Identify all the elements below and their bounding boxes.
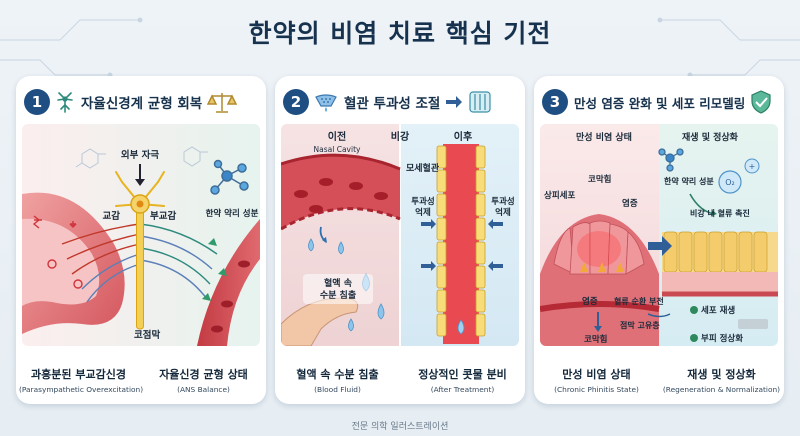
- label-mucosa-top: 코막힘: [588, 174, 611, 185]
- label-nasal-cavity: Nasal Cavity: [314, 145, 361, 154]
- label-o2: O₂: [725, 178, 735, 187]
- panel-number: 1: [24, 89, 50, 115]
- caption-main: 과흥분된 부교감신경: [31, 368, 126, 381]
- balance-scale-icon: [207, 93, 238, 113]
- label-regen-state: 재생 및 정상화: [682, 131, 739, 143]
- neuron-cell: [115, 171, 165, 330]
- panel-title: 혈관 투과성 조절: [344, 96, 441, 112]
- caption-main: 만성 비염 상태: [562, 368, 631, 381]
- caption-right: 재생 및 정상화 (Regeneration & Normalization): [662, 366, 781, 394]
- panel-title: 자율신경계 균형 회복: [81, 96, 203, 112]
- caption-main: 혈액 속 수분 침출: [296, 368, 379, 381]
- panel-number: 2: [283, 89, 309, 115]
- label-capillary: 모세혈관: [406, 162, 440, 174]
- herbal-molecule-icon: [658, 148, 684, 172]
- label-before: 이전: [328, 130, 346, 143]
- caption-sub: (After Treatment): [430, 385, 495, 394]
- normal-epithelium: [662, 231, 778, 297]
- label-external-stimulus: 외부 자극: [121, 149, 160, 161]
- arrow-right-icon: [446, 96, 463, 108]
- label-chronic-state: 만성 비염 상태: [576, 131, 632, 143]
- panel-header: 3 만성 염증 완화 및 세포 리모델링: [542, 84, 776, 120]
- label-herbal-component: 한약 약리 성분: [206, 208, 259, 219]
- label-circulation: 비강 내 혈류 촉진: [690, 208, 750, 218]
- remodeling-illustration: + 만성 비염 상태 재생 및 정상화 상피세포 코막힘 염증 한약 약리 성분…: [540, 124, 778, 346]
- autonomic-illustration: 외부 자극 교감 부교감 한약 약리 성분 코점막: [22, 124, 260, 346]
- label-poor-circulation: 혈류 순환 부전: [614, 296, 664, 306]
- caption-sub: (Chronic Phinitis State): [554, 385, 639, 394]
- svg-text:+: +: [749, 162, 756, 171]
- oxygen-bubble: [718, 170, 742, 194]
- irritation-marks: [32, 215, 83, 289]
- nerve-signal-lines: [61, 223, 218, 303]
- caption-left: 만성 비염 상태 (Chronic Phinitis State): [537, 366, 656, 394]
- panel-inflammation-remodeling: 3 만성 염증 완화 및 세포 리모델링: [534, 76, 784, 404]
- caption-main: 재생 및 정상화: [687, 368, 756, 381]
- label-inflammation: 염증: [622, 198, 638, 209]
- blood-vessel: [197, 219, 260, 346]
- panel-autonomic-balance: 1 자율신경계 균형 회복: [16, 76, 266, 404]
- label-mucosa-normal: 부피 정상화: [701, 333, 743, 344]
- normal-vessel: [436, 144, 486, 344]
- label-cell-regen: 세포 재생: [701, 305, 735, 316]
- panel-header: 1 자율신경계 균형 회복: [24, 84, 258, 120]
- caption-left: 혈액 속 수분 침출 (Blood Fluid): [278, 366, 397, 394]
- neuron-icon: [57, 92, 73, 113]
- shield-check-icon: [751, 90, 771, 114]
- label-mucosa: 코점막: [134, 329, 160, 341]
- label-after: 이후: [454, 130, 472, 143]
- label-mucus-stasis: 점막 고유층: [620, 320, 660, 330]
- panel-title: 만성 염증 완화 및 세포 리모델링: [574, 95, 746, 111]
- membrane-icon: [469, 91, 491, 113]
- caption-left: 과흥분된 부교감신경 (Parasympathetic Overexcitati…: [19, 366, 144, 394]
- label-epithelium: 상피세포: [544, 190, 575, 201]
- transition-arrow: [648, 236, 672, 256]
- caption-sub: (Regeneration & Normalization): [662, 385, 781, 394]
- label-inflammation-bottom: 염증: [582, 296, 598, 307]
- caption-right: 정상적인 콧물 분비 (After Treatment): [403, 366, 522, 394]
- footer-credit: 전문 의학 일러스트레이션: [351, 422, 449, 432]
- caption-sub: (Parasympathetic Overexcitation): [19, 385, 144, 394]
- label-nasal: 비강: [391, 130, 410, 143]
- filter-bowl-icon: [315, 94, 337, 112]
- caption-sub: (Blood Fluid): [314, 385, 361, 394]
- page-title: 한약의 비염 치료 핵심 기전: [248, 19, 552, 48]
- panel-vascular-permeability: 2 혈관 투과성 조절: [275, 76, 525, 404]
- caption-sub: (ANS Balance): [177, 385, 230, 394]
- label-sympathetic: 교감: [103, 210, 121, 222]
- caption-right: 자율신경 균형 상태 (ANS Balance): [144, 366, 263, 394]
- label-parasympathetic: 부교감: [150, 210, 176, 222]
- caption-main: 정상적인 콧물 분비: [418, 368, 507, 381]
- panel-number: 3: [542, 89, 568, 115]
- label-herbal: 한약 약리 성분: [664, 176, 714, 186]
- caption-main: 자율신경 균형 상태: [159, 368, 248, 381]
- label-mucosa-bottom: 코막힘: [584, 334, 607, 345]
- panel-header: 2 혈관 투과성 조절: [283, 84, 517, 120]
- herbal-molecule-icon: [210, 159, 249, 195]
- inhibit-arrows: [421, 219, 503, 271]
